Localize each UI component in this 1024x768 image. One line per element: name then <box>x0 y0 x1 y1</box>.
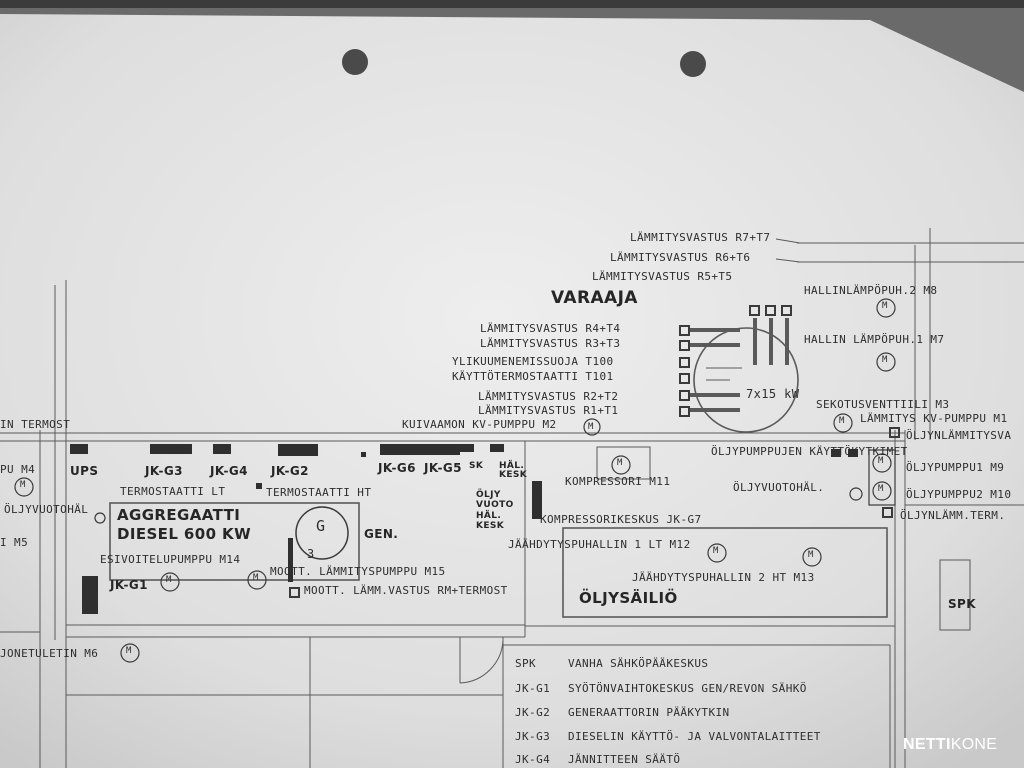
switchboard-ups: UPS <box>70 464 99 478</box>
label-oil-pump-switches: ÖLJYPUMPPUJEN KÄYTTÖKYTKIMET <box>711 445 908 458</box>
switchboard-sk: SK <box>469 461 484 471</box>
motor-m10: M <box>878 484 884 494</box>
switchboard-jk-g2: JK-G2 <box>271 464 309 478</box>
heater-title: VARAAJA <box>551 288 638 308</box>
switchboard-alarm: HÄL. KESK <box>499 461 528 480</box>
motor-m4: M <box>20 480 26 490</box>
legend-code: JK-G4 <box>515 753 551 766</box>
watermark-part2: KONE <box>950 736 998 753</box>
motor-m1: M <box>839 416 845 426</box>
legend-code: JK-G3 <box>515 730 551 743</box>
heater-rating: 7x15 kW <box>746 387 800 401</box>
label-oil-heating: ÖLJYNLÄMMITYSVA <box>906 429 1012 442</box>
label-spk: SPK <box>948 597 976 611</box>
generator-rating: DIESEL 600 KW <box>117 525 252 543</box>
switchboard-jk-g1: JK-G1 <box>110 578 148 592</box>
label-m8: HALLINLÄMPÖPUH.2 M8 <box>804 284 938 297</box>
label-prelube-pump: ESIVOITELUPUMPPU M14 <box>100 553 241 566</box>
punch-hole <box>680 51 706 77</box>
label-engine-heat-resistor: MOOTT. LÄMM.VASTUS RM+TERMOST <box>304 584 508 597</box>
switchboard-jk-g5: JK-G5 <box>424 461 462 475</box>
legend-text: VANHA SÄHKÖPÄÄKESKUS <box>568 657 709 670</box>
heater-label-r7: LÄMMITYSVASTUS R7+T7 <box>630 231 771 244</box>
label-oil-tank: ÖLJYSÄILIÖ <box>579 589 678 607</box>
edge-label-oil-leak: ÖLJYVUOTOHÄL <box>4 503 89 516</box>
label-cooling-fan-2: JÄÄHDYTYSPUHALLIN 2 HT M13 <box>632 571 815 584</box>
motor-m6: M <box>126 646 132 656</box>
generator-symbol: G <box>316 517 326 535</box>
label-m3: SEKOTUSVENTTIILI M3 <box>816 398 950 411</box>
heater-label-r1: LÄMMITYSVASTUS R1+T1 <box>478 404 619 417</box>
label-m9: ÖLJYPUMPPU1 M9 <box>906 461 1005 474</box>
label-oil-term: ÖLJYNLÄMM.TERM. <box>900 509 1006 522</box>
heater-label-t100: YLIKUUMENEMISSUOJA T100 <box>452 355 614 368</box>
edge-label-m5: I M5 <box>0 536 29 549</box>
switchboard-jk-g6: JK-G6 <box>378 461 416 475</box>
legend-text: JÄNNITTEEN SÄÄTÖ <box>568 753 681 766</box>
label-thermostat-lt: TERMOSTAATTI LT <box>120 485 226 498</box>
label-compressor-centre: KOMPRESSORIKESKUS JK-G7 <box>540 513 702 526</box>
label-cooling-fan-1: JÄÄHDYTYSPUHALLIN 1 LT M12 <box>508 538 691 551</box>
edge-label-m6: JONETULETIN M6 <box>0 647 99 660</box>
heater-label-r5: LÄMMITYSVASTUS R5+T5 <box>592 270 733 283</box>
label-m1: LÄMMITYS KV-PUMPPU M1 <box>860 412 1008 425</box>
legend-code: SPK <box>515 657 537 670</box>
motor-m7: M <box>882 355 888 365</box>
motor-m15: M <box>253 573 259 583</box>
label-m7: HALLIN LÄMPÖPUH.1 M7 <box>804 333 945 346</box>
motor-m2: M <box>588 422 594 432</box>
label-thermostat-ht: TERMOSTAATTI HT <box>266 486 372 499</box>
legend-text: DIESELIN KÄYTTÖ- JA VALVONTALAITTEET <box>568 730 821 743</box>
heater-label-r3: LÄMMITYSVASTUS R3+T3 <box>480 337 621 350</box>
pump-label: KUIVAAMON KV-PUMPPU M2 <box>402 418 557 431</box>
label-gen: GEN. <box>364 527 399 541</box>
edge-label-m4: PU M4 <box>0 463 36 476</box>
motor-m9: M <box>878 456 884 466</box>
edge-label-termost: IN TERMOST <box>0 418 71 431</box>
motor-m14: M <box>166 575 172 585</box>
generator-title: AGGREGAATTI <box>117 506 241 524</box>
motor-m8: M <box>882 301 888 311</box>
motor-m11: M <box>617 458 623 468</box>
nettikone-watermark: NETTIKONE <box>903 736 997 754</box>
label-engine-heat-pump: MOOTT. LÄMMITYSPUMPPU M15 <box>270 565 446 578</box>
legend-text: SYÖTÖNVAIHTOKESKUS GEN/REVON SÄHKÖ <box>568 682 807 695</box>
heater-label-r4: LÄMMITYSVASTUS R4+T4 <box>480 322 621 335</box>
watermark-part1: NETTI <box>903 736 951 753</box>
switchboard-jk-g3: JK-G3 <box>145 464 183 478</box>
motor-m13: M <box>808 550 814 560</box>
generator-phase: 3 <box>307 547 315 561</box>
label-oil-leak-alarm: ÖLJY VUOTO HÄL. KESK <box>476 490 514 532</box>
heater-label-r6: LÄMMITYSVASTUS R6+T6 <box>610 251 751 264</box>
label-oil-leak-compressor: ÖLJYVUOTOHÄL. <box>733 481 825 494</box>
motor-m12: M <box>713 546 719 556</box>
switchboard-jk-g4: JK-G4 <box>210 464 248 478</box>
label-compressor: KOMPRESSORI M11 <box>565 475 671 488</box>
label-m10: ÖLJYPUMPPU2 M10 <box>906 488 1012 501</box>
heater-label-t101: KÄYTTÖTERMOSTAATTI T101 <box>452 370 614 383</box>
legend-code: JK-G2 <box>515 706 551 719</box>
legend-code: JK-G1 <box>515 682 551 695</box>
punch-hole <box>342 49 368 75</box>
legend-text: GENERAATTORIN PÄÄKYTKIN <box>568 706 730 719</box>
heater-label-r2: LÄMMITYSVASTUS R2+T2 <box>478 390 619 403</box>
